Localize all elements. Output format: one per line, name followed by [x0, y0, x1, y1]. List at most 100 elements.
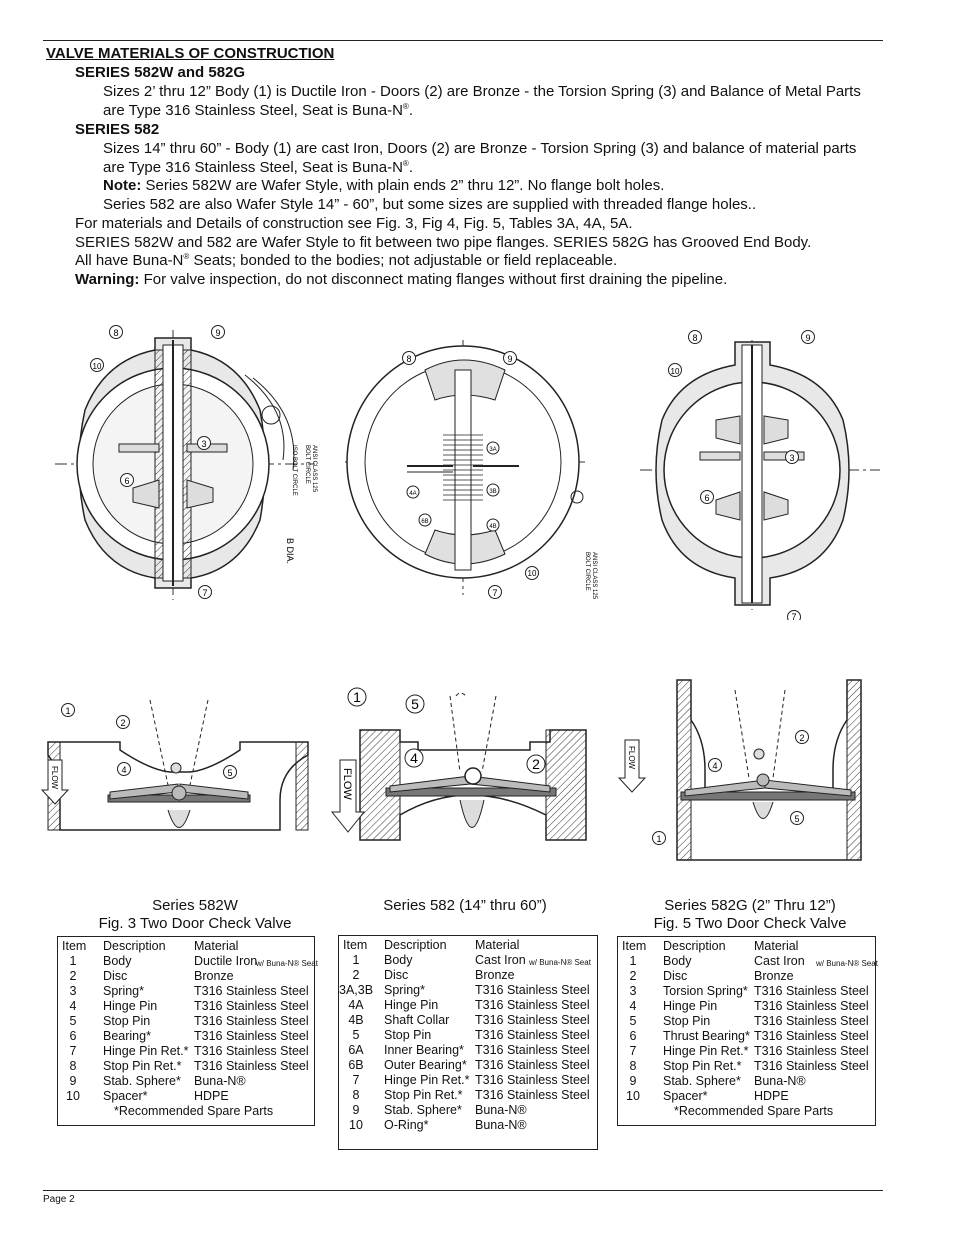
- cell-item: 9: [629, 1074, 637, 1088]
- cell-item: 2: [69, 969, 77, 983]
- svg-text:5: 5: [411, 696, 419, 712]
- cell-item: 1: [629, 954, 637, 968]
- cell-description: Hinge Pin Ret.*: [103, 1044, 189, 1058]
- table-footnote: *Recommended Spare Parts: [674, 1104, 834, 1118]
- fig3-end-view-diagram: 8 9 10 3 6 7 ANSI CLASS 125 BOLT CIRCLE …: [55, 325, 317, 600]
- cell-item: 7: [69, 1044, 77, 1058]
- seat-note: w/ Buna-N® Seat: [529, 958, 591, 967]
- cell-material: T316 Stainless Steel: [475, 998, 590, 1012]
- cell-description: Shaft Collar: [384, 1013, 450, 1027]
- seat-note: w/ Buna-N® Seat: [256, 959, 318, 968]
- cell-material: Buna-N®: [754, 1074, 806, 1088]
- cell-description: O-Ring*: [384, 1118, 429, 1132]
- svg-text:3B: 3B: [489, 489, 496, 495]
- cell-material: T316 Stainless Steel: [754, 1014, 869, 1028]
- warning-line: Warning: For valve inspection, do not di…: [75, 271, 727, 290]
- warning-label: Warning:: [75, 271, 140, 288]
- cell-description: Bearing*: [103, 1029, 151, 1043]
- bolt-circle-label-fig4: BOLT CIRCLE: [584, 552, 590, 591]
- cell-material: T316 Stainless Steel: [475, 1073, 590, 1087]
- table-footnote: *Recommended Spare Parts: [114, 1104, 274, 1118]
- bolt-circle-label: BOLT CIRCLE: [304, 445, 310, 484]
- cell-description: Stop Pin Ret.*: [103, 1059, 182, 1073]
- series2-line1: Sizes 14” thru 60” - Body (1) are cast I…: [103, 140, 857, 157]
- fig3-caption-line1: Series 582W: [152, 897, 238, 914]
- cell-description: Spring*: [103, 984, 144, 998]
- svg-text:3: 3: [201, 439, 206, 449]
- fig5-end-view-diagram: 8 9 10 3 6 7: [640, 330, 880, 620]
- cell-description: Body: [384, 953, 413, 967]
- svg-text:6: 6: [124, 476, 129, 486]
- svg-text:2: 2: [120, 718, 125, 728]
- table-footnote-row: *Recommended Spare Parts: [618, 1104, 875, 1119]
- note-text: Series 582W are Wafer Style, with plain …: [145, 177, 665, 194]
- cell-description: Hinge Pin: [103, 999, 158, 1013]
- svg-text:10: 10: [93, 362, 102, 371]
- cell-material: T316 Stainless Steel: [475, 983, 590, 997]
- reg-mark: ®: [402, 102, 409, 111]
- cell-description: Stab. Sphere*: [663, 1074, 741, 1088]
- cell-item: 5: [352, 1028, 360, 1042]
- cell-description: Hinge Pin Ret.*: [663, 1044, 749, 1058]
- svg-text:4: 4: [410, 750, 418, 766]
- para-seats-b: Seats; bonded to the bodies; not adjusta…: [189, 252, 618, 269]
- header-item: Item: [343, 938, 368, 952]
- cell-material: T316 Stainless Steel: [194, 984, 309, 998]
- fig4-caption-line1: Series 582 (14” thru 60”): [383, 897, 547, 914]
- fig5-caption-line1: Series 582G (2” Thru 12”): [664, 897, 836, 914]
- cell-description: Body: [663, 954, 692, 968]
- cell-material: Bronze: [194, 969, 234, 983]
- svg-text:8: 8: [113, 328, 118, 338]
- series1-title: SERIES 582W and 582G: [75, 64, 246, 81]
- cell-item: 1: [69, 954, 77, 968]
- cell-description: Stab. Sphere*: [103, 1074, 181, 1088]
- cell-material: T316 Stainless Steel: [475, 1013, 590, 1027]
- cell-material: Cast Iron: [754, 954, 805, 968]
- cell-item: 2: [352, 968, 360, 982]
- header-material: Material: [194, 939, 239, 953]
- svg-text:4B: 4B: [489, 524, 496, 530]
- cell-description: Disc: [103, 969, 128, 983]
- cell-item: 7: [629, 1044, 637, 1058]
- svg-text:7: 7: [791, 612, 796, 620]
- cell-description: Spacer*: [663, 1089, 708, 1103]
- cell-description: Torsion Spring*: [663, 984, 748, 998]
- bottom-rule: [43, 1190, 883, 1191]
- cell-item: 6A: [348, 1043, 364, 1057]
- cell-description: Disc: [384, 968, 409, 982]
- svg-text:9: 9: [805, 333, 810, 343]
- cell-item: 10: [66, 1089, 80, 1103]
- svg-text:8: 8: [406, 354, 411, 364]
- cell-description: Spacer*: [103, 1089, 148, 1103]
- cell-description: Stop Pin: [103, 1014, 151, 1028]
- cell-item: 4A: [348, 998, 364, 1012]
- cell-description: Stop Pin Ret.*: [663, 1059, 742, 1073]
- para-wafer: SERIES 582W and 582 are Wafer Style to f…: [75, 234, 812, 251]
- table-row: 2 Disc Bronze: [339, 968, 597, 983]
- warning-text: For valve inspection, do not disconnect …: [139, 271, 728, 288]
- cell-material: Bronze: [475, 968, 515, 982]
- fig5-section-diagram: 2 4 5 1 FLOW: [617, 679, 862, 861]
- svg-text:3A: 3A: [489, 447, 496, 453]
- cell-item: 3A,3B: [339, 983, 374, 997]
- cell-material: T316 Stainless Steel: [754, 1059, 869, 1073]
- fig4-section-diagram: 1 5 4 2 FLOW: [330, 687, 587, 841]
- svg-text:7: 7: [202, 588, 207, 598]
